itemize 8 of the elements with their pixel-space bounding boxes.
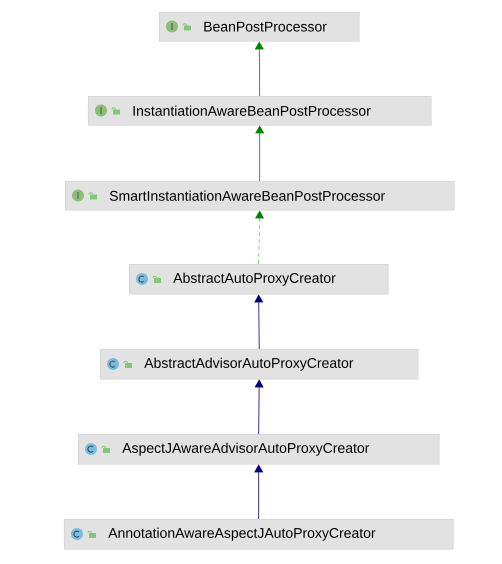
class-box: AspectJAwareAdvisorAutoProxyCreator (78, 434, 440, 464)
class-box: AbstractAdvisorAutoProxyCreator (100, 349, 418, 380)
class-box: AnnotationAwareAspectJAutoProxyCreator (64, 519, 454, 550)
class-box: BeanPostProcessor (159, 12, 360, 42)
inheritance-arrow (255, 210, 264, 264)
class-box: InstantiationAwareBeanPostProcessor (88, 96, 432, 126)
class-box: SmartInstantiationAwareBeanPostProcessor (65, 181, 454, 210)
class-box: AbstractAutoProxyCreator (129, 264, 388, 294)
